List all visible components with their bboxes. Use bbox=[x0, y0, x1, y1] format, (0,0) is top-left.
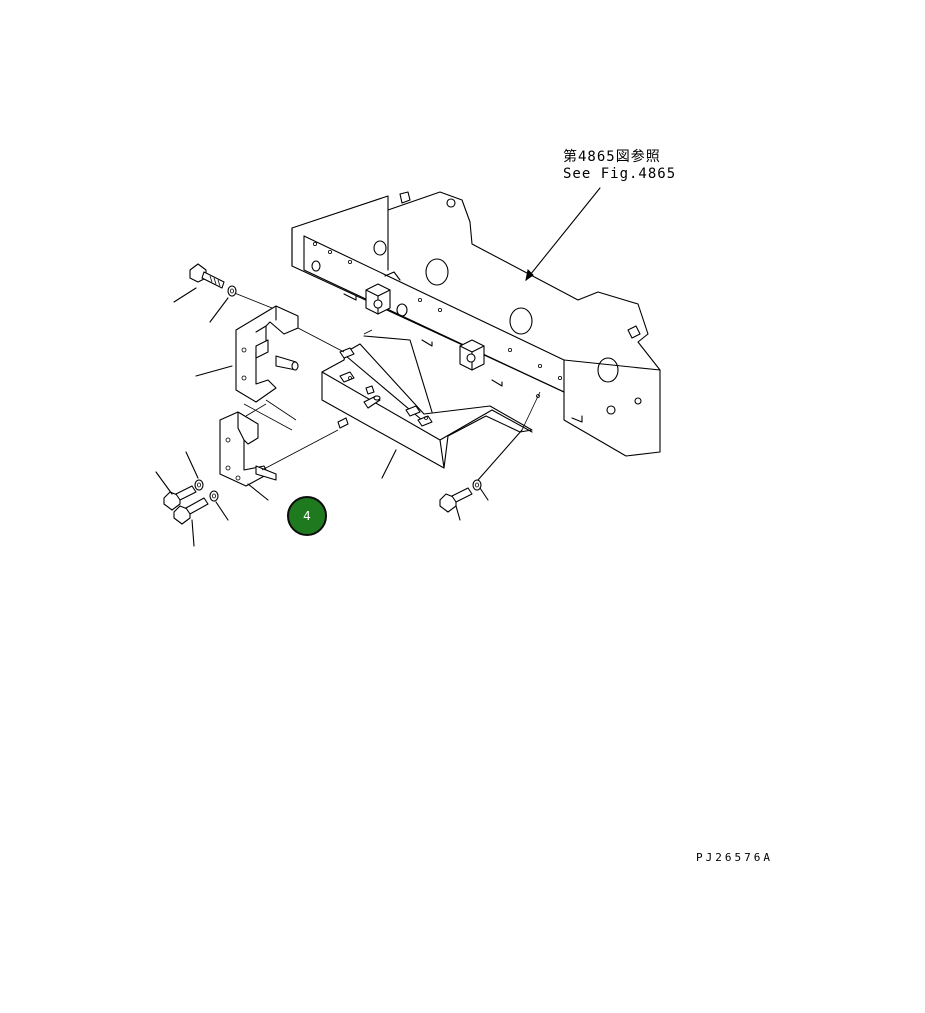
reference-leader bbox=[525, 187, 601, 282]
upper-bracket bbox=[235, 305, 299, 403]
figure-reference-japanese: 第4865図参照 bbox=[563, 149, 661, 165]
bottom-cover bbox=[321, 329, 540, 469]
drawing-code: PJ26576A bbox=[696, 851, 773, 864]
part-callout-badge[interactable]: 4 bbox=[287, 496, 327, 536]
lower-bracket bbox=[219, 411, 277, 487]
callout-number: 4 bbox=[303, 509, 311, 523]
main-frame bbox=[291, 191, 661, 457]
part-leaders bbox=[155, 287, 523, 547]
fasteners bbox=[163, 263, 482, 525]
assembly-lines bbox=[231, 291, 541, 471]
figure-reference-english: See Fig.4865 bbox=[563, 166, 677, 182]
